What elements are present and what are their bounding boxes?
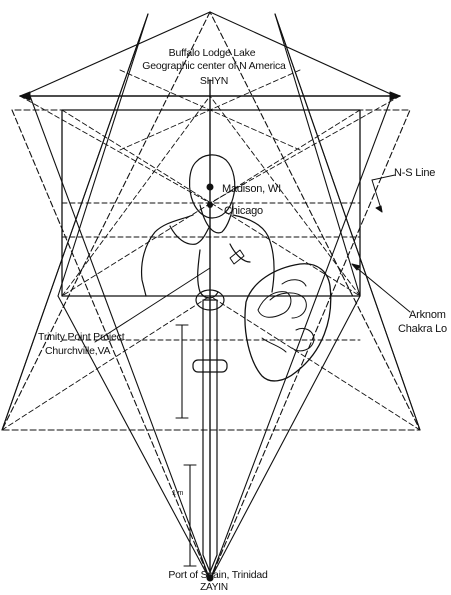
shield	[245, 264, 331, 381]
label-madison: Madison, WI	[222, 184, 281, 195]
center-markers	[207, 184, 244, 581]
ns-arrow-icon	[376, 206, 382, 212]
label-chicago: Chicago	[224, 206, 263, 217]
label-small-mark: 1 m	[172, 490, 183, 497]
label-top-line3: SHYN	[200, 76, 228, 87]
label-trinity-line1: Trinity Point Project	[38, 332, 124, 343]
label-bottom-line1: Port of Spain, Trinidad	[168, 570, 267, 581]
label-top-line2: Geographic center of N America	[142, 61, 285, 72]
label-arknom-line1: Arknom	[409, 310, 446, 321]
right-arrow-icon	[390, 92, 400, 100]
label-trinity-line2: Churchville,VA	[45, 346, 110, 357]
left-arrow-icon	[20, 92, 30, 100]
label-arknom-line2: Chakra Lo	[398, 324, 447, 335]
label-bottom-line2: ZAYIN	[200, 583, 228, 593]
label-top-line1: Buffalo Lodge Lake	[169, 48, 256, 59]
label-ns-line: N-S Line	[394, 168, 435, 179]
measure-bars	[176, 325, 196, 566]
